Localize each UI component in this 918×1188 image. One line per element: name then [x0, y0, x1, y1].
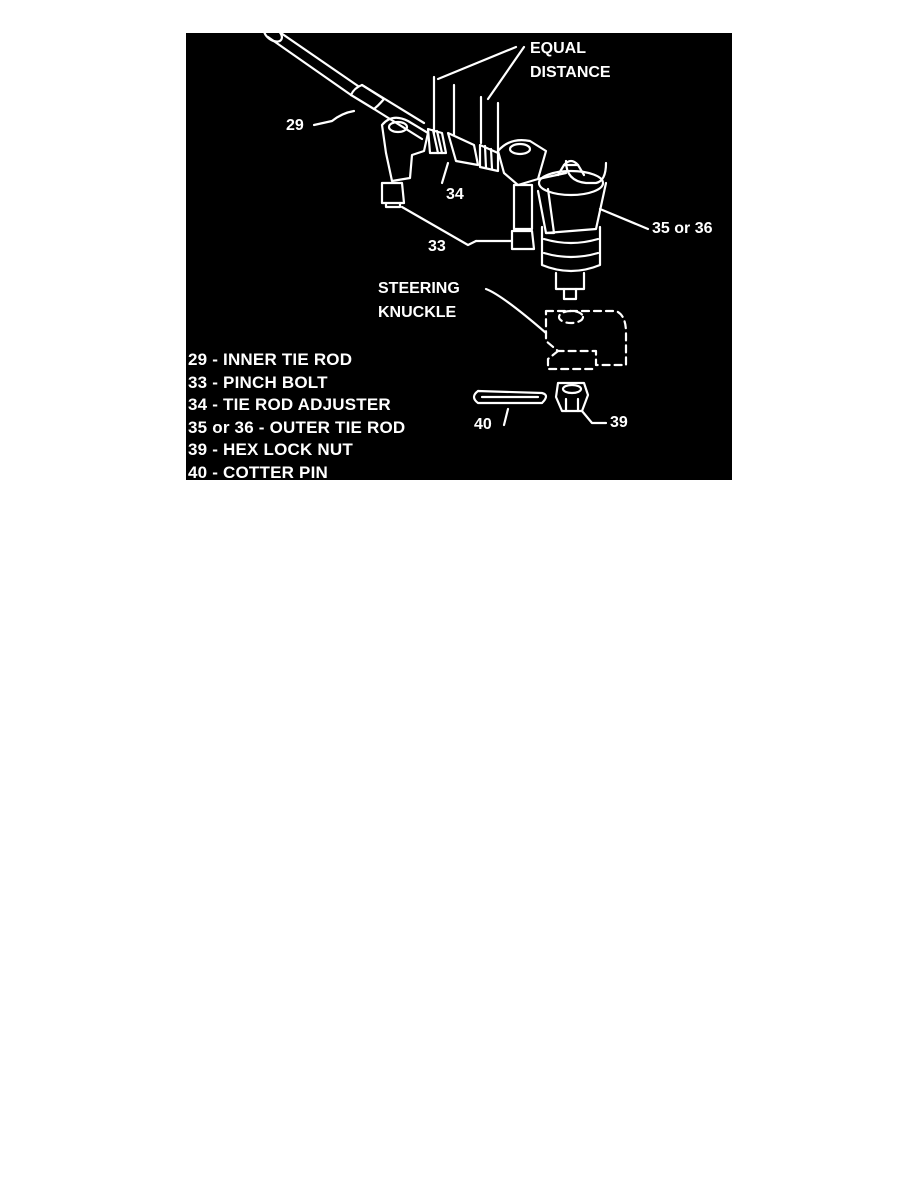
- leader-knuckle: [484, 287, 548, 335]
- legend-number: 33: [188, 372, 208, 392]
- callout-39: 39: [610, 414, 628, 431]
- legend-item: 33 PINCH BOLT: [188, 372, 405, 395]
- callout-40: 40: [474, 416, 492, 433]
- legend-number: 40: [188, 462, 208, 481]
- legend-item: 35 or 36 OUTER TIE ROD: [188, 417, 405, 440]
- outer-tie-rod: [536, 159, 650, 301]
- leader-34: [440, 161, 450, 185]
- tie-rod-adjuster: [426, 127, 500, 173]
- legend-number: 35 or 36: [188, 417, 254, 437]
- equal-label: EQUAL: [530, 40, 586, 57]
- equal-distance-marks: [432, 45, 526, 153]
- legend-description: PINCH BOLT: [223, 372, 328, 392]
- callout-33: 33: [428, 238, 446, 255]
- legend-description: INNER TIE ROD: [223, 350, 353, 369]
- legend-description: TIE ROD ADJUSTER: [223, 395, 391, 414]
- callout-35-or-36: 35 or 36: [652, 220, 713, 237]
- knuckle-label: KNUCKLE: [378, 304, 457, 321]
- tie-rod-diagram: EQUAL DISTANCE 29 34 33 35 or 36 STEERIN…: [186, 33, 732, 480]
- callout-34: 34: [446, 186, 464, 203]
- legend-item: 40 COTTER PIN: [188, 462, 405, 481]
- distance-label: DISTANCE: [530, 64, 611, 81]
- leader-29: [312, 109, 356, 127]
- inner-tie-rod: [263, 33, 426, 141]
- hex-lock-nut: [554, 381, 590, 413]
- legend-description: OUTER TIE ROD: [269, 417, 406, 437]
- steering-label: STEERING: [378, 280, 460, 297]
- tie-rod-illustration: EQUAL DISTANCE 29 34 33 35 or 36 STEERIN…: [263, 33, 713, 433]
- legend-number: 39: [188, 440, 208, 459]
- legend-number: 29: [188, 350, 208, 369]
- leader-39: [580, 409, 608, 425]
- legend-item: 29 INNER TIE ROD: [188, 349, 405, 372]
- parts-legend: 29 INNER TIE ROD 33 PINCH BOLT 34 TIE ROD A…: [188, 349, 405, 480]
- legend-item: 39 HEX LOCK NUT: [188, 439, 405, 462]
- steering-knuckle: [544, 309, 628, 371]
- outer-clamp: [496, 139, 568, 251]
- legend-number: 34: [188, 395, 208, 414]
- leader-33-left: [400, 205, 478, 247]
- cotter-pin: [472, 389, 548, 405]
- callout-29: 29: [286, 117, 304, 134]
- legend-description: COTTER PIN: [223, 462, 328, 481]
- legend-description: HEX LOCK NUT: [223, 440, 353, 459]
- leader-40: [502, 407, 510, 427]
- inner-clamp: [380, 116, 430, 209]
- legend-item: 34 TIE ROD ADJUSTER: [188, 394, 405, 417]
